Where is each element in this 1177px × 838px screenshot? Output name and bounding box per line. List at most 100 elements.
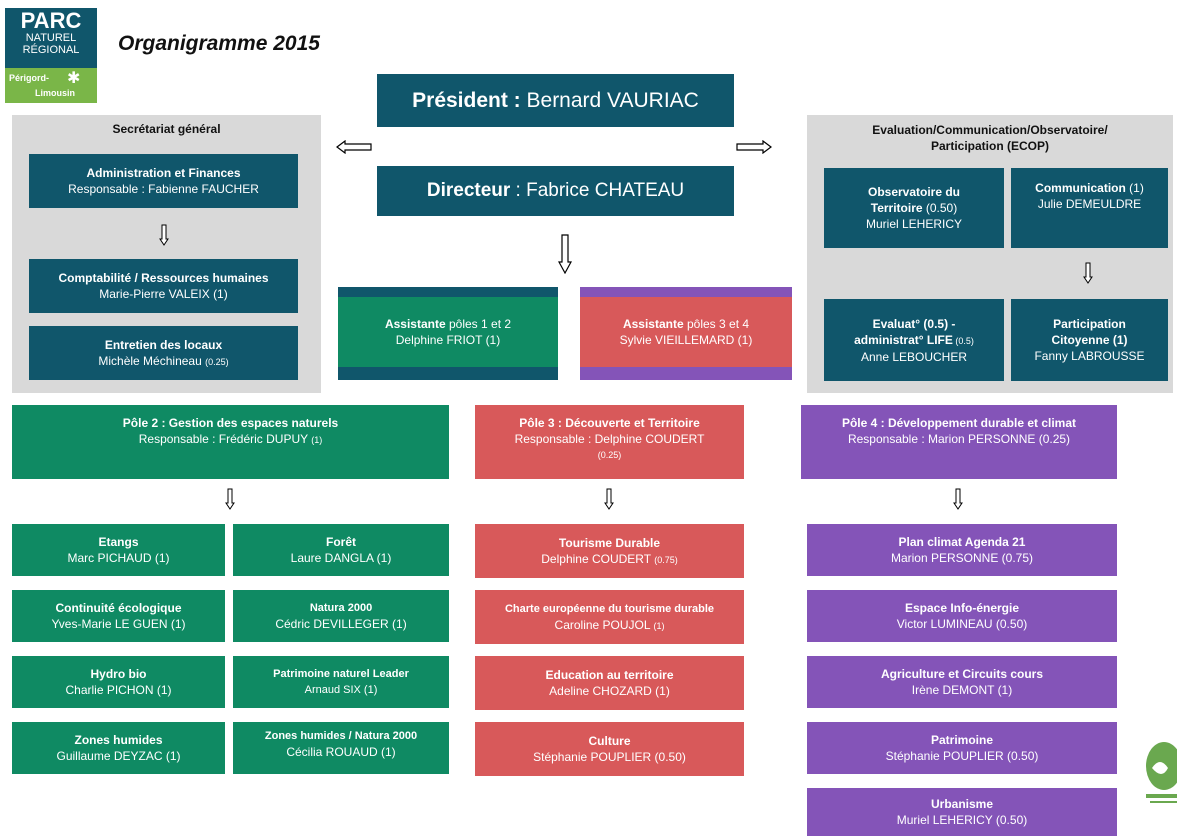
pole2-item-person: Cédric DEVILLEGER (1) — [275, 617, 407, 631]
park-emblem-icon — [1146, 742, 1177, 803]
pole4-item-person: Muriel LEHERICY (0.50) — [896, 813, 1028, 827]
pole2-item-title: Forêt — [326, 535, 356, 549]
pole2-item-title: Etangs — [98, 535, 139, 549]
arrow-left-icon — [336, 140, 372, 154]
pole4-item-person: Irène DEMONT (1) — [911, 683, 1013, 697]
entretien-person-line: Michèle Méchineau (0.25) — [98, 353, 228, 370]
pole3-item-tourisme: Tourisme Durable Delphine COUDERT (0.75) — [475, 524, 744, 578]
pole2-item-title: Zones humides / Natura 2000 — [264, 730, 418, 742]
evaluation-title2: administrat° LIFE — [854, 332, 953, 347]
pole3-item-person: Stéphanie POUPLIER (0.50) — [533, 750, 686, 764]
pole3-item-person: Delphine COUDERT — [541, 551, 655, 566]
ecop-title: Evaluation/Communication/Observatoire/ P… — [872, 123, 1108, 153]
observatoire-box: Observatoire du Territoire (0.50) Muriel… — [824, 168, 1004, 248]
observatoire-title2: Territoire — [870, 201, 923, 215]
assistante1-role: Assistante — [384, 317, 446, 331]
observatoire-person: Muriel LEHERICY — [865, 217, 963, 231]
pole2-fte: (1) — [311, 435, 323, 445]
evaluation-title-line: administrat° LIFE (0.5) — [854, 332, 974, 349]
pole4-item-person: Victor LUMINEAU (0.50) — [896, 617, 1028, 631]
pole2-item-zones-humides: Zones humides Guillaume DEYZAC (1) — [12, 722, 225, 774]
president-name: Bernard VAURIAC — [520, 88, 699, 112]
directeur-box: Directeur : Fabrice CHATEAU — [377, 166, 734, 216]
pole3-item-person: Adeline CHOZARD (1) — [549, 684, 670, 698]
pole3-item-person-line: Caroline POUJOL (1) — [555, 617, 665, 634]
assistante2-person: Sylvie VIEILLEMARD (1) — [619, 333, 753, 347]
logo-band: Périgord- ✱ Limousin — [5, 68, 97, 103]
pole2-item-natura: Natura 2000 Cédric DEVILLEGER (1) — [233, 590, 449, 642]
observatoire-fte: (0.50) — [922, 201, 958, 215]
pole3-item-person: Caroline POUJOL — [554, 617, 654, 632]
pole3-header: Pôle 3 : Découverte et Territoire Respon… — [475, 405, 744, 479]
pole4-item-title: Patrimoine — [930, 733, 993, 747]
communication-title-line: Communication (1) — [1035, 180, 1144, 196]
evaluation-fte: (0.5) — [952, 335, 974, 346]
pole2-item-title: Patrimoine naturel Leader — [273, 668, 409, 680]
pole2-item-person: Arnaud SIX (1) — [304, 684, 378, 696]
entretien-box: Entretien des locaux Michèle Méchineau (… — [29, 326, 298, 380]
pole3-item-fte: (1) — [653, 620, 665, 631]
pole3-item-title: Culture — [588, 734, 631, 748]
pole4-title: Pôle 4 : Développement durable et climat — [841, 416, 1077, 430]
pole4-item-title: Espace Info-énergie — [904, 601, 1020, 615]
logo-parc: PARC — [20, 8, 82, 33]
pole2-item-etangs: Etangs Marc PICHAUD (1) — [12, 524, 225, 576]
page-title: Organigramme 2015 — [118, 32, 320, 55]
pole4-resp: Responsable : Marion PERSONNE (0.25) — [847, 432, 1071, 446]
directeur-role: Directeur — [426, 180, 511, 201]
pole3-item-education: Education au territoire Adeline CHOZARD … — [475, 656, 744, 710]
pole3-item-person-line: Delphine COUDERT (0.75) — [541, 551, 677, 568]
pole2-item-person: Marc PICHAUD (1) — [67, 551, 170, 565]
observatoire-title1: Observatoire du — [867, 185, 961, 199]
pole4-item-patrimoine: Patrimoine Stéphanie POUPLIER (0.50) — [807, 722, 1117, 774]
pole2-item-foret: Forêt Laure DANGLA (1) — [233, 524, 449, 576]
pole3-resp: Responsable : Delphine COUDERT — [514, 432, 705, 446]
pole4-item-agriculture: Agriculture et Circuits cours Irène DEMO… — [807, 656, 1117, 708]
president-role: Président : — [412, 88, 521, 112]
pole3-item-title: Charte européenne du tourisme durable — [504, 602, 715, 615]
arrow-down-icon — [953, 488, 963, 510]
compta-title: Comptabilité / Ressources humaines — [58, 271, 269, 285]
directeur-name: : Fabrice CHATEAU — [510, 180, 685, 201]
pole3-item-culture: Culture Stéphanie POUPLIER (0.50) — [475, 722, 744, 776]
pole2-resp: Responsable : Frédéric DUPUY — [138, 432, 312, 446]
pole4-item-plan-climat: Plan climat Agenda 21 Marion PERSONNE (0… — [807, 524, 1117, 576]
pole4-header: Pôle 4 : Développement durable et climat… — [801, 405, 1117, 479]
assistante2-role-line: Assistante pôles 3 et 4 — [623, 316, 749, 332]
logo-limousin: Limousin — [35, 88, 75, 98]
assistante1-detail: pôles 1 et 2 — [445, 317, 512, 331]
pole4-item-info-energie: Espace Info-énergie Victor LUMINEAU (0.5… — [807, 590, 1117, 642]
participation-title1: Participation — [1053, 317, 1126, 331]
logo-naturel: NATUREL — [25, 32, 77, 44]
assistante2-box: Assistante pôles 3 et 4 Sylvie VIEILLEMA… — [580, 297, 792, 367]
pole2-item-title: Zones humides — [74, 733, 163, 747]
logo-regional: RÉGIONAL — [22, 44, 80, 56]
pole2-item-patrimoine: Patrimoine naturel Leader Arnaud SIX (1) — [233, 656, 449, 708]
pole4-item-person: Stéphanie POUPLIER (0.50) — [885, 749, 1039, 763]
participation-box: Participation Citoyenne (1) Fanny LABROU… — [1011, 299, 1168, 381]
evaluation-box: Evaluat° (0.5) - administrat° LIFE (0.5)… — [824, 299, 1004, 381]
pole4-item-person: Marion PERSONNE (0.75) — [890, 551, 1034, 565]
pole2-item-continuite: Continuité écologique Yves-Marie LE GUEN… — [12, 590, 225, 642]
evaluation-title1: Evaluat° (0.5) - — [872, 316, 956, 331]
assistante1-box: Assistante pôles 1 et 2 Delphine FRIOT (… — [338, 297, 558, 367]
communication-title: Communication — [1035, 181, 1126, 195]
pole3-item-fte: (0.75) — [654, 554, 678, 565]
pole2-title: Pôle 2 : Gestion des espaces naturels — [122, 416, 339, 430]
entretien-person: Michèle Méchineau — [98, 353, 206, 368]
pole2-item-title: Natura 2000 — [309, 602, 373, 614]
admin-finances-box: Administration et Finances Responsable :… — [29, 154, 298, 208]
admin-person: Responsable : Fabienne FAUCHER — [68, 182, 259, 196]
president-box: Président : Bernard VAURIAC — [377, 74, 734, 127]
pole2-item-person: Charlie PICHON (1) — [65, 683, 172, 697]
pole4-item-title: Urbanisme — [930, 797, 994, 811]
entretien-fte: (0.25) — [205, 356, 229, 367]
participation-title2: Citoyenne (1) — [1051, 333, 1128, 347]
assistante2-detail: pôles 3 et 4 — [683, 317, 750, 331]
pole2-resp-line: Responsable : Frédéric DUPUY (1) — [139, 431, 323, 448]
pole4-item-urbanisme: Urbanisme Muriel LEHERICY (0.50) — [807, 788, 1117, 836]
participation-person: Fanny LABROUSSE — [1034, 349, 1145, 363]
pole2-item-person: Cécilia ROUAUD (1) — [286, 745, 396, 759]
pole3-item-title: Tourisme Durable — [558, 535, 661, 550]
pole2-item-person: Laure DANGLA (1) — [290, 551, 392, 565]
